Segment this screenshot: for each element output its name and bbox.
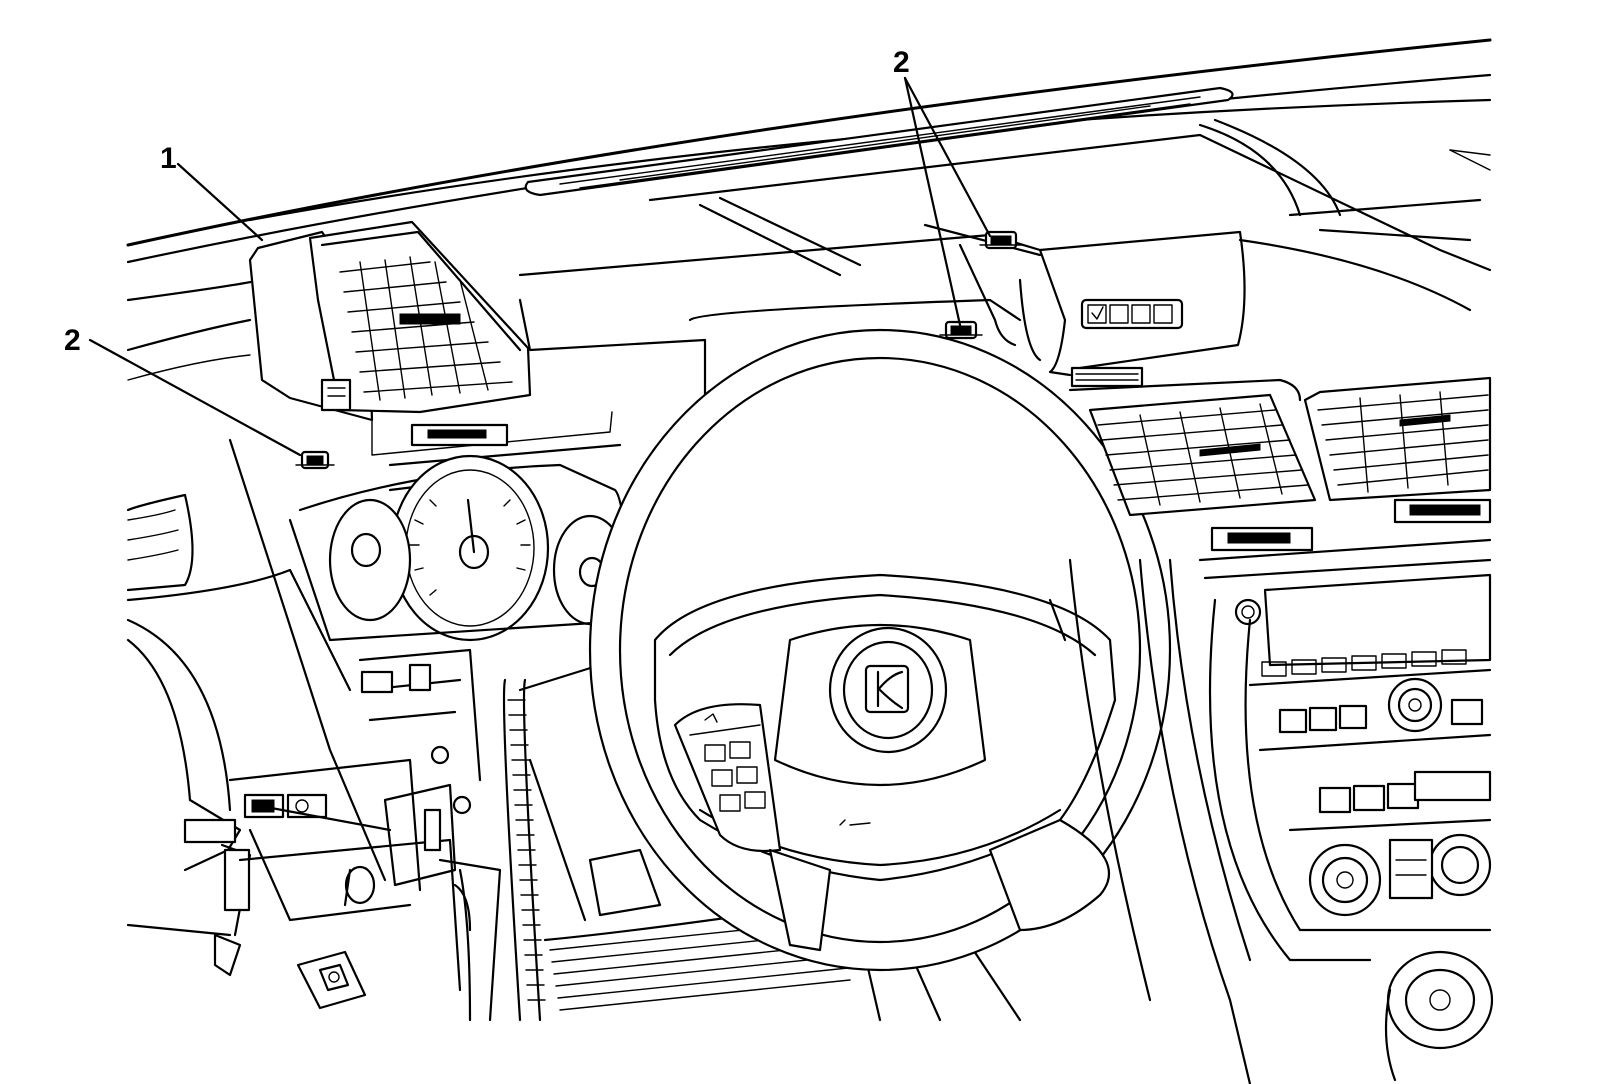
defroster-vent (524, 86, 1234, 197)
steering-column-bracket (343, 648, 502, 1022)
center-vent-louvers (1097, 391, 1489, 506)
callout-label-1: 1 (160, 142, 177, 175)
fastener-clip-center (939, 320, 983, 340)
callout-label-2-left: 2 (64, 324, 81, 357)
steering-wheel (588, 328, 1172, 972)
cluster-hood (518, 223, 1246, 422)
left-dash-side (126, 438, 462, 1010)
fastener-clip-left (295, 450, 335, 470)
right-dash-edges (1048, 558, 1252, 1084)
callout-label-2-top: 2 (893, 46, 910, 79)
left-air-vent (248, 220, 622, 492)
center-stack (1068, 376, 1494, 1082)
callout-leaders (88, 76, 992, 457)
fastener-clip-upper-right (979, 230, 1023, 250)
